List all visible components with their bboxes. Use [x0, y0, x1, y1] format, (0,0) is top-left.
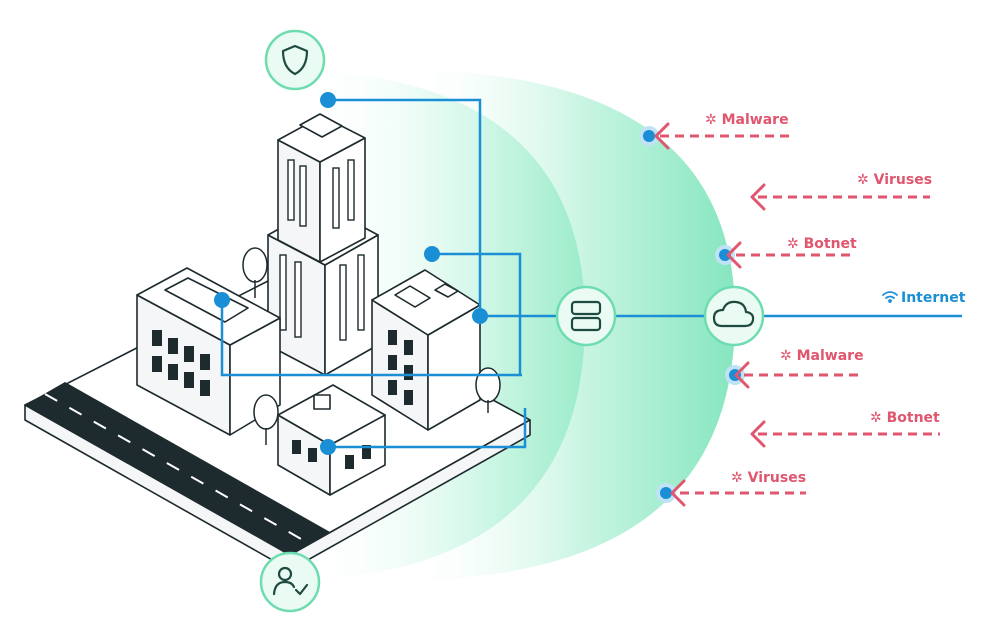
security-node[interactable]: [264, 29, 326, 91]
threat-malware-1: ✲ Malware: [654, 112, 792, 150]
threat-viruses-2: ✲ Viruses: [670, 470, 806, 507]
svg-text:Internet: Internet: [901, 290, 966, 306]
right-building: [371, 269, 481, 431]
cloud-node[interactable]: [703, 285, 765, 347]
server-node[interactable]: [555, 285, 617, 347]
wifi-icon: [882, 291, 898, 303]
svg-text:✲ Botnet: ✲ Botnet: [787, 236, 857, 252]
server-icon: [570, 300, 602, 332]
user-node[interactable]: [259, 551, 321, 613]
shield-icon: [281, 44, 309, 76]
user-check-icon: [272, 566, 309, 596]
threat-viruses-1: ✲ Viruses: [750, 172, 932, 211]
svg-text:✲ Viruses: ✲ Viruses: [731, 470, 806, 486]
internet-label: Internet: [882, 290, 966, 306]
threat-malware-2: ✲ Malware: [734, 348, 864, 389]
office-tower: [267, 113, 379, 376]
svg-text:✲ Malware: ✲ Malware: [780, 348, 864, 364]
svg-text:✲ Botnet: ✲ Botnet: [870, 410, 940, 426]
small-building: [277, 384, 386, 496]
svg-text:✲ Viruses: ✲ Viruses: [857, 172, 932, 188]
threat-botnet-1: ✲ Botnet: [726, 236, 857, 269]
threat-botnet-2: ✲ Botnet: [750, 410, 940, 448]
network-wiring: [214, 92, 962, 455]
left-building: [136, 267, 281, 436]
trees: [242, 247, 501, 445]
svg-text:✲ Malware: ✲ Malware: [705, 112, 789, 128]
cloud-icon: [712, 300, 755, 328]
